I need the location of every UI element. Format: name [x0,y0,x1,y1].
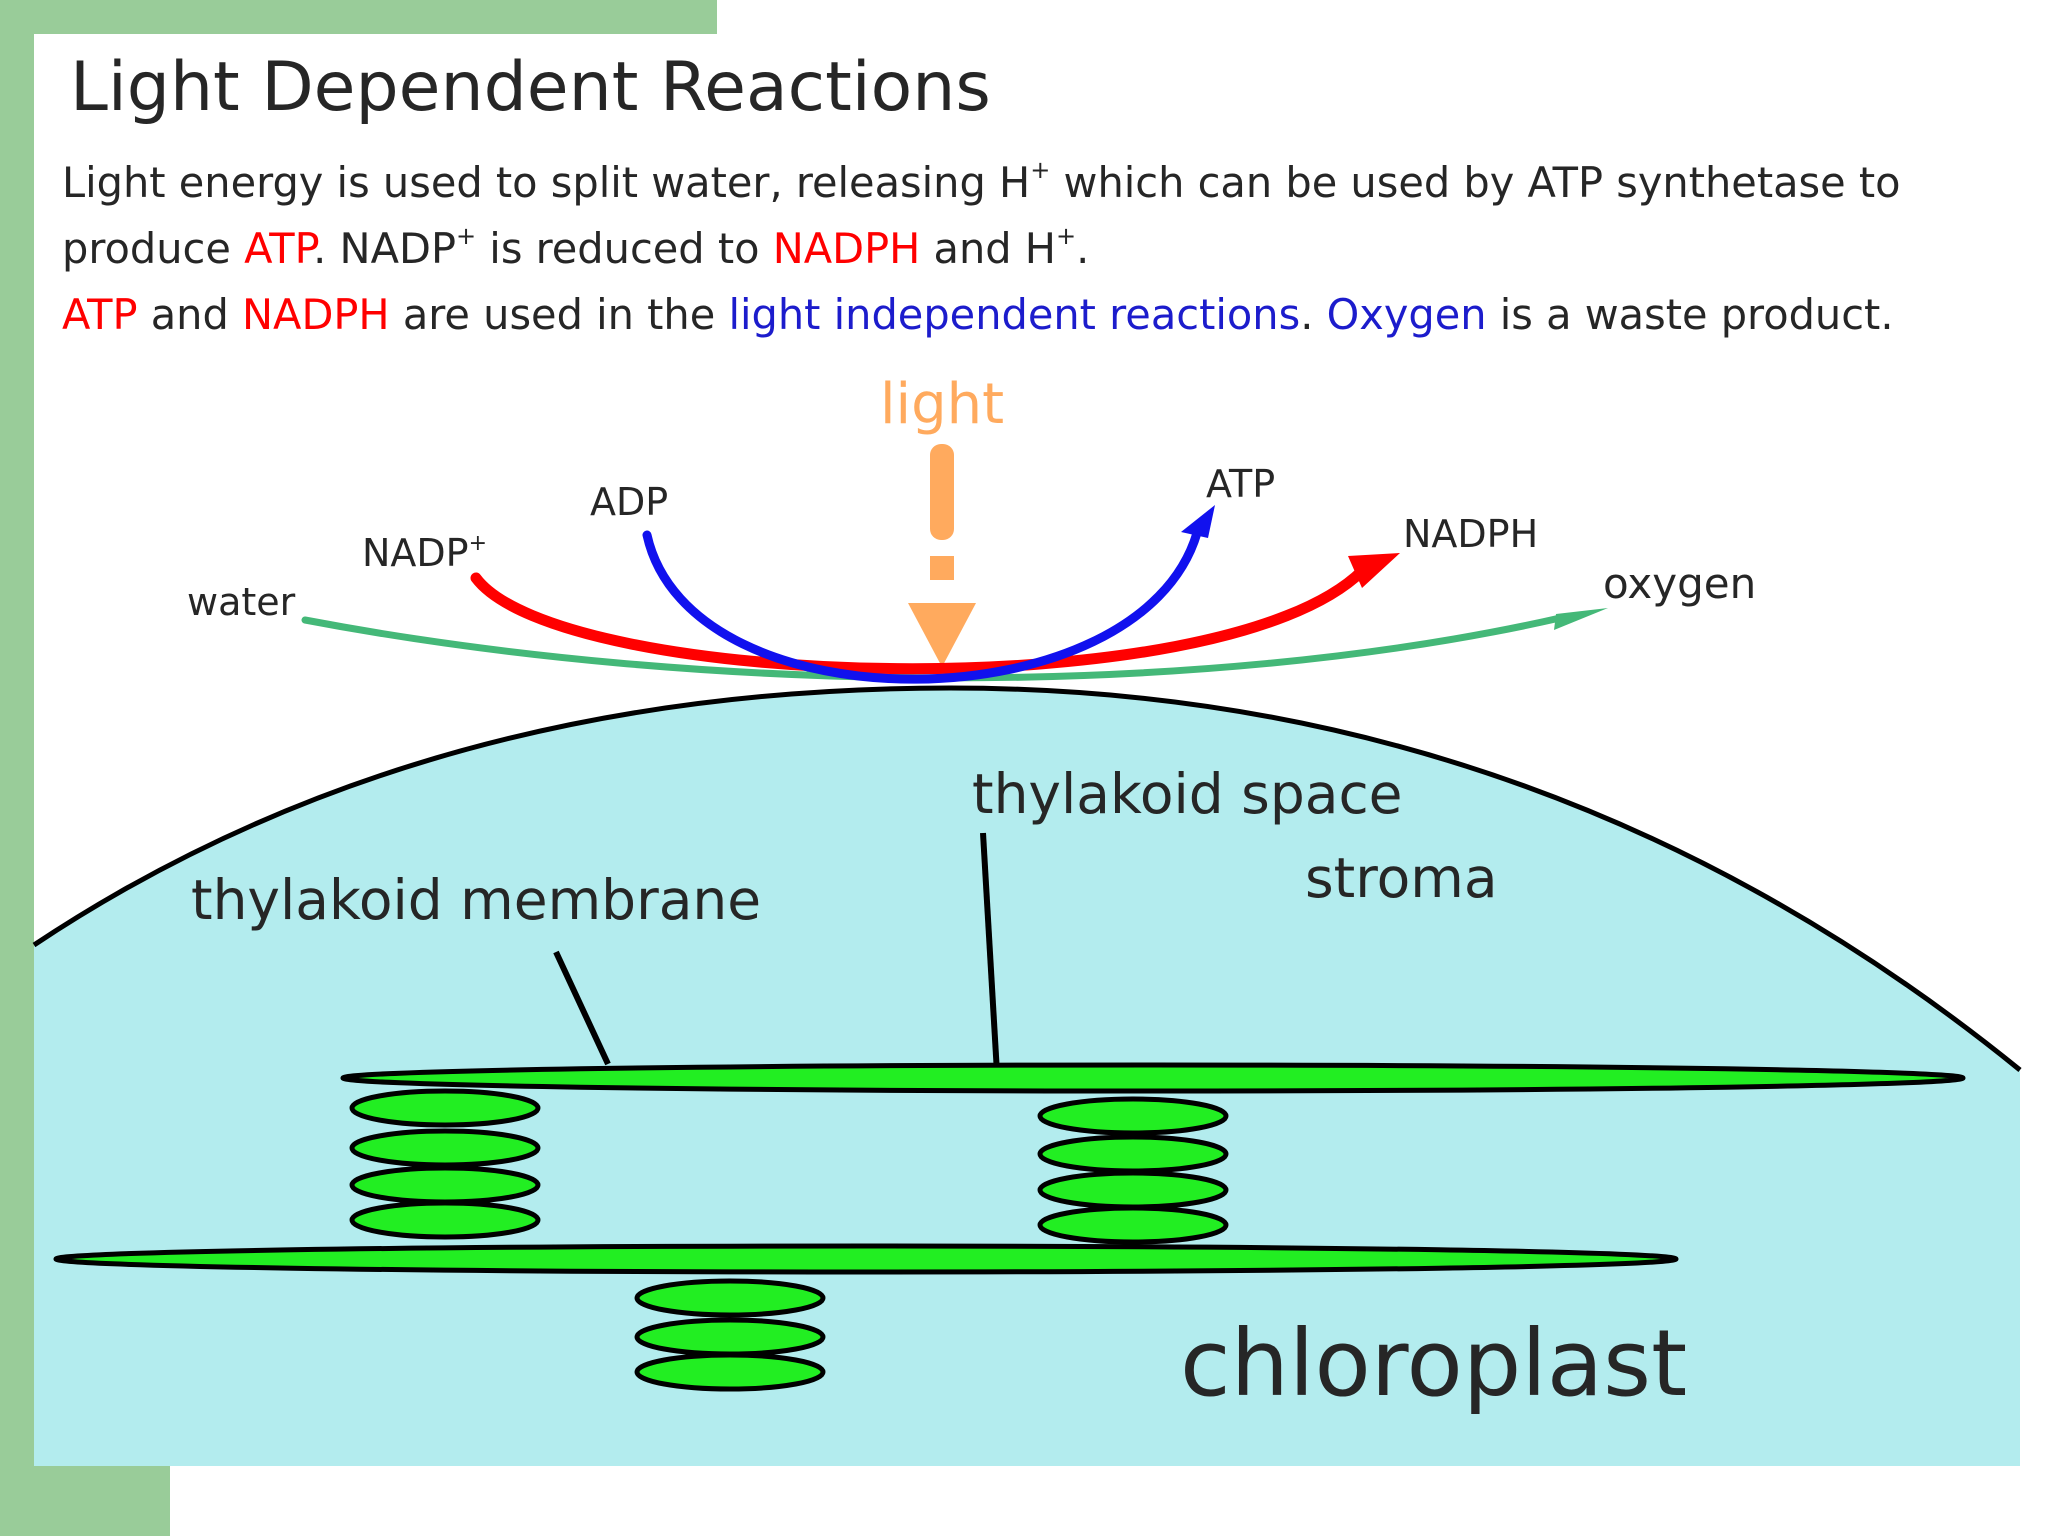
thylakoid-membrane-label: thylakoid membrane [191,868,761,932]
intro-segment: which can be used by ATP synthetase to [1050,158,1901,207]
light-label: light [880,372,1004,437]
granum-disc [1037,1096,1229,1136]
highlight-nadph: NADPH [772,224,921,273]
intro-segment: . [1076,224,1090,273]
intro-segment: . NADP [313,224,456,273]
superscript-plus: + [1056,222,1077,251]
intro-segment: and [137,290,243,339]
intro-line-1: Light energy is used to split water, rel… [62,150,2022,216]
bottom-accent-bar [0,1466,170,1536]
adp-atp-arrow [642,505,1215,684]
highlight-atp: ATP [62,290,138,339]
granum-disc [634,1352,826,1392]
stroma-lamella-lower [53,1243,1679,1275]
thylakoid-membrane-pointer [553,950,611,1066]
page-title: Light Dependent Reactions [70,48,991,127]
granum-disc [634,1317,826,1357]
granum-disc [1037,1170,1229,1210]
granum-disc [349,1128,541,1168]
intro-segment: are used in the [389,290,729,339]
intro-text: Light energy is used to split water, rel… [62,150,2022,348]
intro-segment: is a waste product. [1486,290,1894,339]
granum-disc [1037,1134,1229,1174]
nadph-label: NADPH [1403,512,1538,556]
light-arrow-dash [930,556,954,580]
granum-disc [349,1200,541,1240]
nadp-nadph-arrow [470,553,1400,675]
superscript-plus: + [455,222,477,251]
highlight-oxygen: Oxygen [1326,290,1487,339]
highlight-nadph: NADPH [242,290,390,339]
intro-segment: is reduced to [476,224,773,273]
water-label: water [187,580,296,624]
light-arrow-dash [930,444,954,540]
atp-arrow-head [1181,505,1215,538]
adp-atp-curve [642,528,1202,684]
intro-segment: . [1300,290,1327,339]
light-arrow [908,444,976,667]
thylakoid-system [53,1062,1966,1392]
intro-segment: Light energy is used to split water, rel… [62,158,1031,207]
granum-disc [634,1278,826,1318]
stroma-lamella-upper [340,1062,1966,1094]
stroma-label: stroma [1305,846,1498,910]
intro-segment: produce [62,224,245,273]
nadp-superscript: + [469,531,487,556]
nadph-arrow-head [1348,553,1400,588]
nadp-nadph-curve [470,565,1368,675]
oxygen-arrow-head [1554,608,1608,630]
light-arrow-head [908,603,976,667]
nadp-label-text: NADP [362,531,469,575]
chloroplast-outline [32,685,2022,1072]
top-accent-bar [0,0,717,34]
thylakoid-space-label: thylakoid space [972,762,1403,826]
nadp-label: NADP+ [362,531,487,575]
thylakoid-space-pointer [980,832,1000,1074]
intro-segment: and H [920,224,1056,273]
granum-disc [349,1165,541,1205]
intro-line-2: produce ATP. NADP+ is reduced to NADPH a… [62,216,2022,282]
intro-line-3: ATP and NADPH are used in the light inde… [62,282,2022,348]
granum-disc [1037,1205,1229,1245]
highlight-light-independent-reactions: light independent reactions [728,290,1301,339]
atp-label: ATP [1206,462,1275,506]
granum-disc [349,1088,541,1128]
superscript-plus: + [1030,156,1051,185]
oxygen-label: oxygen [1603,559,1756,608]
highlight-atp: ATP [244,224,314,273]
left-accent-bar [0,0,34,1536]
adp-label: ADP [590,480,668,524]
chloroplast-label: chloroplast [1180,1310,1687,1417]
